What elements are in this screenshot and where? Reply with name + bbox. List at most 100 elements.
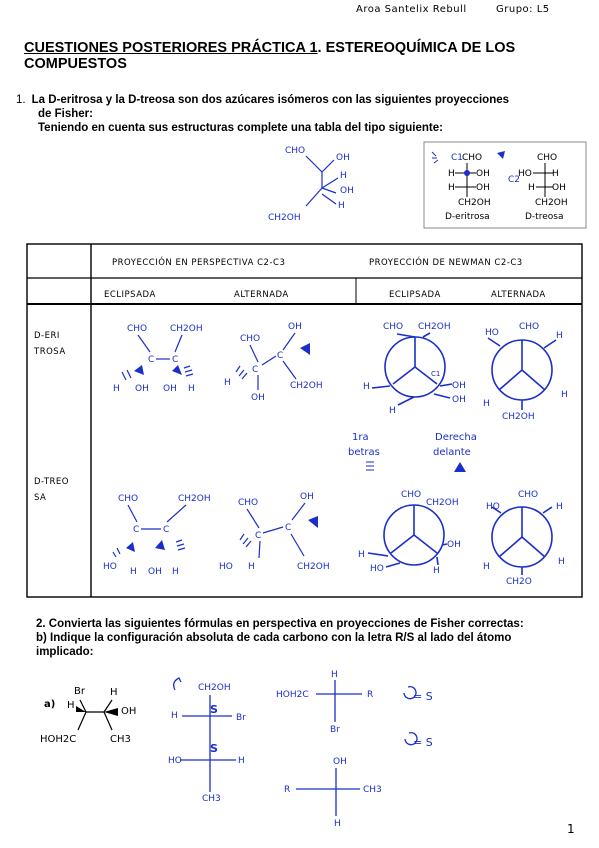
svg-text:CH2OH: CH2OH [297,562,330,572]
sketch-cho: CHO [285,146,305,156]
note2-b: delante [433,447,471,458]
q2r-c2-bottom: H [334,819,341,829]
svg-text:H: H [172,567,179,577]
q2f-r2c: S [210,742,218,755]
header-newman: PROYECCIÓN DE NEWMAN C2-C3 [369,256,523,268]
sub-eclipsada-newman: ECLIPSADA [389,290,441,300]
svg-text:CH2OH: CH2OH [502,412,535,422]
sketch-h2: H [338,201,345,211]
q2r-c2-right: CH3 [363,785,382,795]
q2f-r2l: HO [168,756,182,766]
svg-text:H: H [188,384,195,394]
q2-structure-a: a) Br H H OH HOH2C CH3 [40,686,136,745]
svg-text:OH: OH [135,384,149,394]
page-number: 1 [567,822,575,836]
q2r-c1-right: R [367,690,373,700]
q2-fisher: CH2OH H S Br HO S H CH3 [168,677,246,804]
svg-text:HO: HO [103,562,117,572]
question-1: 1.La D-eritrosa y la D-treosa son dos az… [16,93,576,135]
fisher-c2: C2 [508,175,520,185]
question-1-number: 1. [16,94,26,106]
q2r-c1-bottom: Br [330,725,340,735]
question-1-line2: de Fisher: [38,108,93,120]
fisher-e-r1l: H [448,169,455,179]
svg-text:CHO: CHO [127,324,147,334]
question-1-line3: Teniendo en cuenta sus estructuras compl… [38,122,443,134]
row-erythrose-label-b: TROSA [33,347,66,357]
q2f-r1l: H [171,711,178,721]
perspective-sketch: CHO OH H OH H CH2OH [268,146,354,223]
svg-text:CHO: CHO [401,490,421,500]
q2r-c2-left: R [284,785,290,795]
q2f-bottom: CH3 [202,794,221,804]
fisher-t-label: D-treosa [525,212,563,222]
q2-label: a) [44,699,55,710]
svg-text:CH2OH: CH2OH [290,381,323,391]
sketch-ch2oh: CH2OH [268,213,301,223]
document-title: CUESTIONES POSTERIORES PRÁCTICA 1. ESTER… [24,40,584,72]
fisher-reference-box: C1 CHO C2 H OH H OH CH2OH D-eritrosa CHO… [423,141,587,229]
q2-hoh2c: HOH2C [40,734,76,745]
row-threose-label-a: D-TREO [34,477,69,487]
q2-oh: OH [121,706,136,717]
svg-text:OH: OH [163,384,177,394]
stereo-table-grid [26,243,583,598]
svg-text:CH2OH: CH2OH [170,324,203,334]
title-part1: CUESTIONES POSTERIORES PRÁCTICA 1 [24,40,318,56]
svg-text:OH: OH [452,395,466,405]
sketch-h1: H [340,171,347,181]
svg-text:CHO: CHO [519,322,539,332]
svg-text:CHO: CHO [238,498,258,508]
q2-ch3: CH3 [110,734,131,745]
sketch-oh1: OH [336,153,350,163]
note1-b: betras [348,447,380,458]
svg-text:CHO: CHO [518,490,538,500]
sub-alternada: ALTERNADA [234,290,289,300]
note1-a: 1ra [352,432,369,443]
sub-eclipsada: ECLIPSADA [104,290,156,300]
q2-right: H HOH2C R Br OH R CH3 H = S = S [276,670,433,829]
svg-text:C: C [255,531,261,541]
svg-text:OH: OH [148,567,162,577]
svg-text:HO: HO [219,562,233,572]
svg-text:C: C [172,355,178,365]
fisher-e-label: D-eritrosa [445,212,490,222]
fisher-t-r2r: OH [552,183,566,193]
question-2: 2. Convierta las siguientes fórmulas en … [36,617,596,659]
q2-h2: H [110,687,118,698]
question-2-line1: 2. Convierta las siguientes fórmulas en … [36,618,524,630]
svg-text:CH2O: CH2O [506,577,532,587]
q2r-c1-left: HOH2C [276,690,309,700]
svg-text:CHO: CHO [118,494,138,504]
fisher-e-r2l: H [448,183,455,193]
fisher-t-bottom: CH2OH [535,198,568,208]
svg-text:CHO: CHO [240,334,260,344]
q2r-result2: = S [413,736,433,749]
row-erythrose-label-a: D-ERI [34,331,60,341]
svg-text:CH2OH: CH2OH [426,498,459,508]
svg-text:C: C [277,351,283,361]
fisher-t-r1r: H [552,169,559,179]
fisher-t-r2l: H [528,183,535,193]
q2-h1: H [67,700,75,711]
svg-text:OH: OH [452,381,466,391]
row-threose-label-b: SA [34,493,46,503]
svg-text:H: H [363,382,370,392]
q2r-c1-top: H [331,670,338,680]
svg-text:H: H [483,562,490,572]
fisher-e-r1r: OH [476,169,490,179]
table-headers: PROYECCIÓN EN PERSPECTIVA C2-C3 PROYECCI… [33,256,545,503]
question-2-line2: b) Indique la configuración absoluta de … [36,632,512,644]
svg-text:OH: OH [300,492,314,502]
svg-text:C: C [148,355,154,365]
student-name: Aroa Santelix Rebull [356,4,467,15]
fisher-t-r1l: HO [518,169,532,179]
svg-text:C1: C1 [431,370,440,378]
svg-text:H: H [358,550,365,560]
svg-text:H: H [556,502,563,512]
svg-text:H: H [483,399,490,409]
header-perspective: PROYECCIÓN EN PERSPECTIVA C2-C3 [112,256,285,268]
q2f-r2r: H [238,756,245,766]
fisher-t-top: CHO [537,153,557,163]
